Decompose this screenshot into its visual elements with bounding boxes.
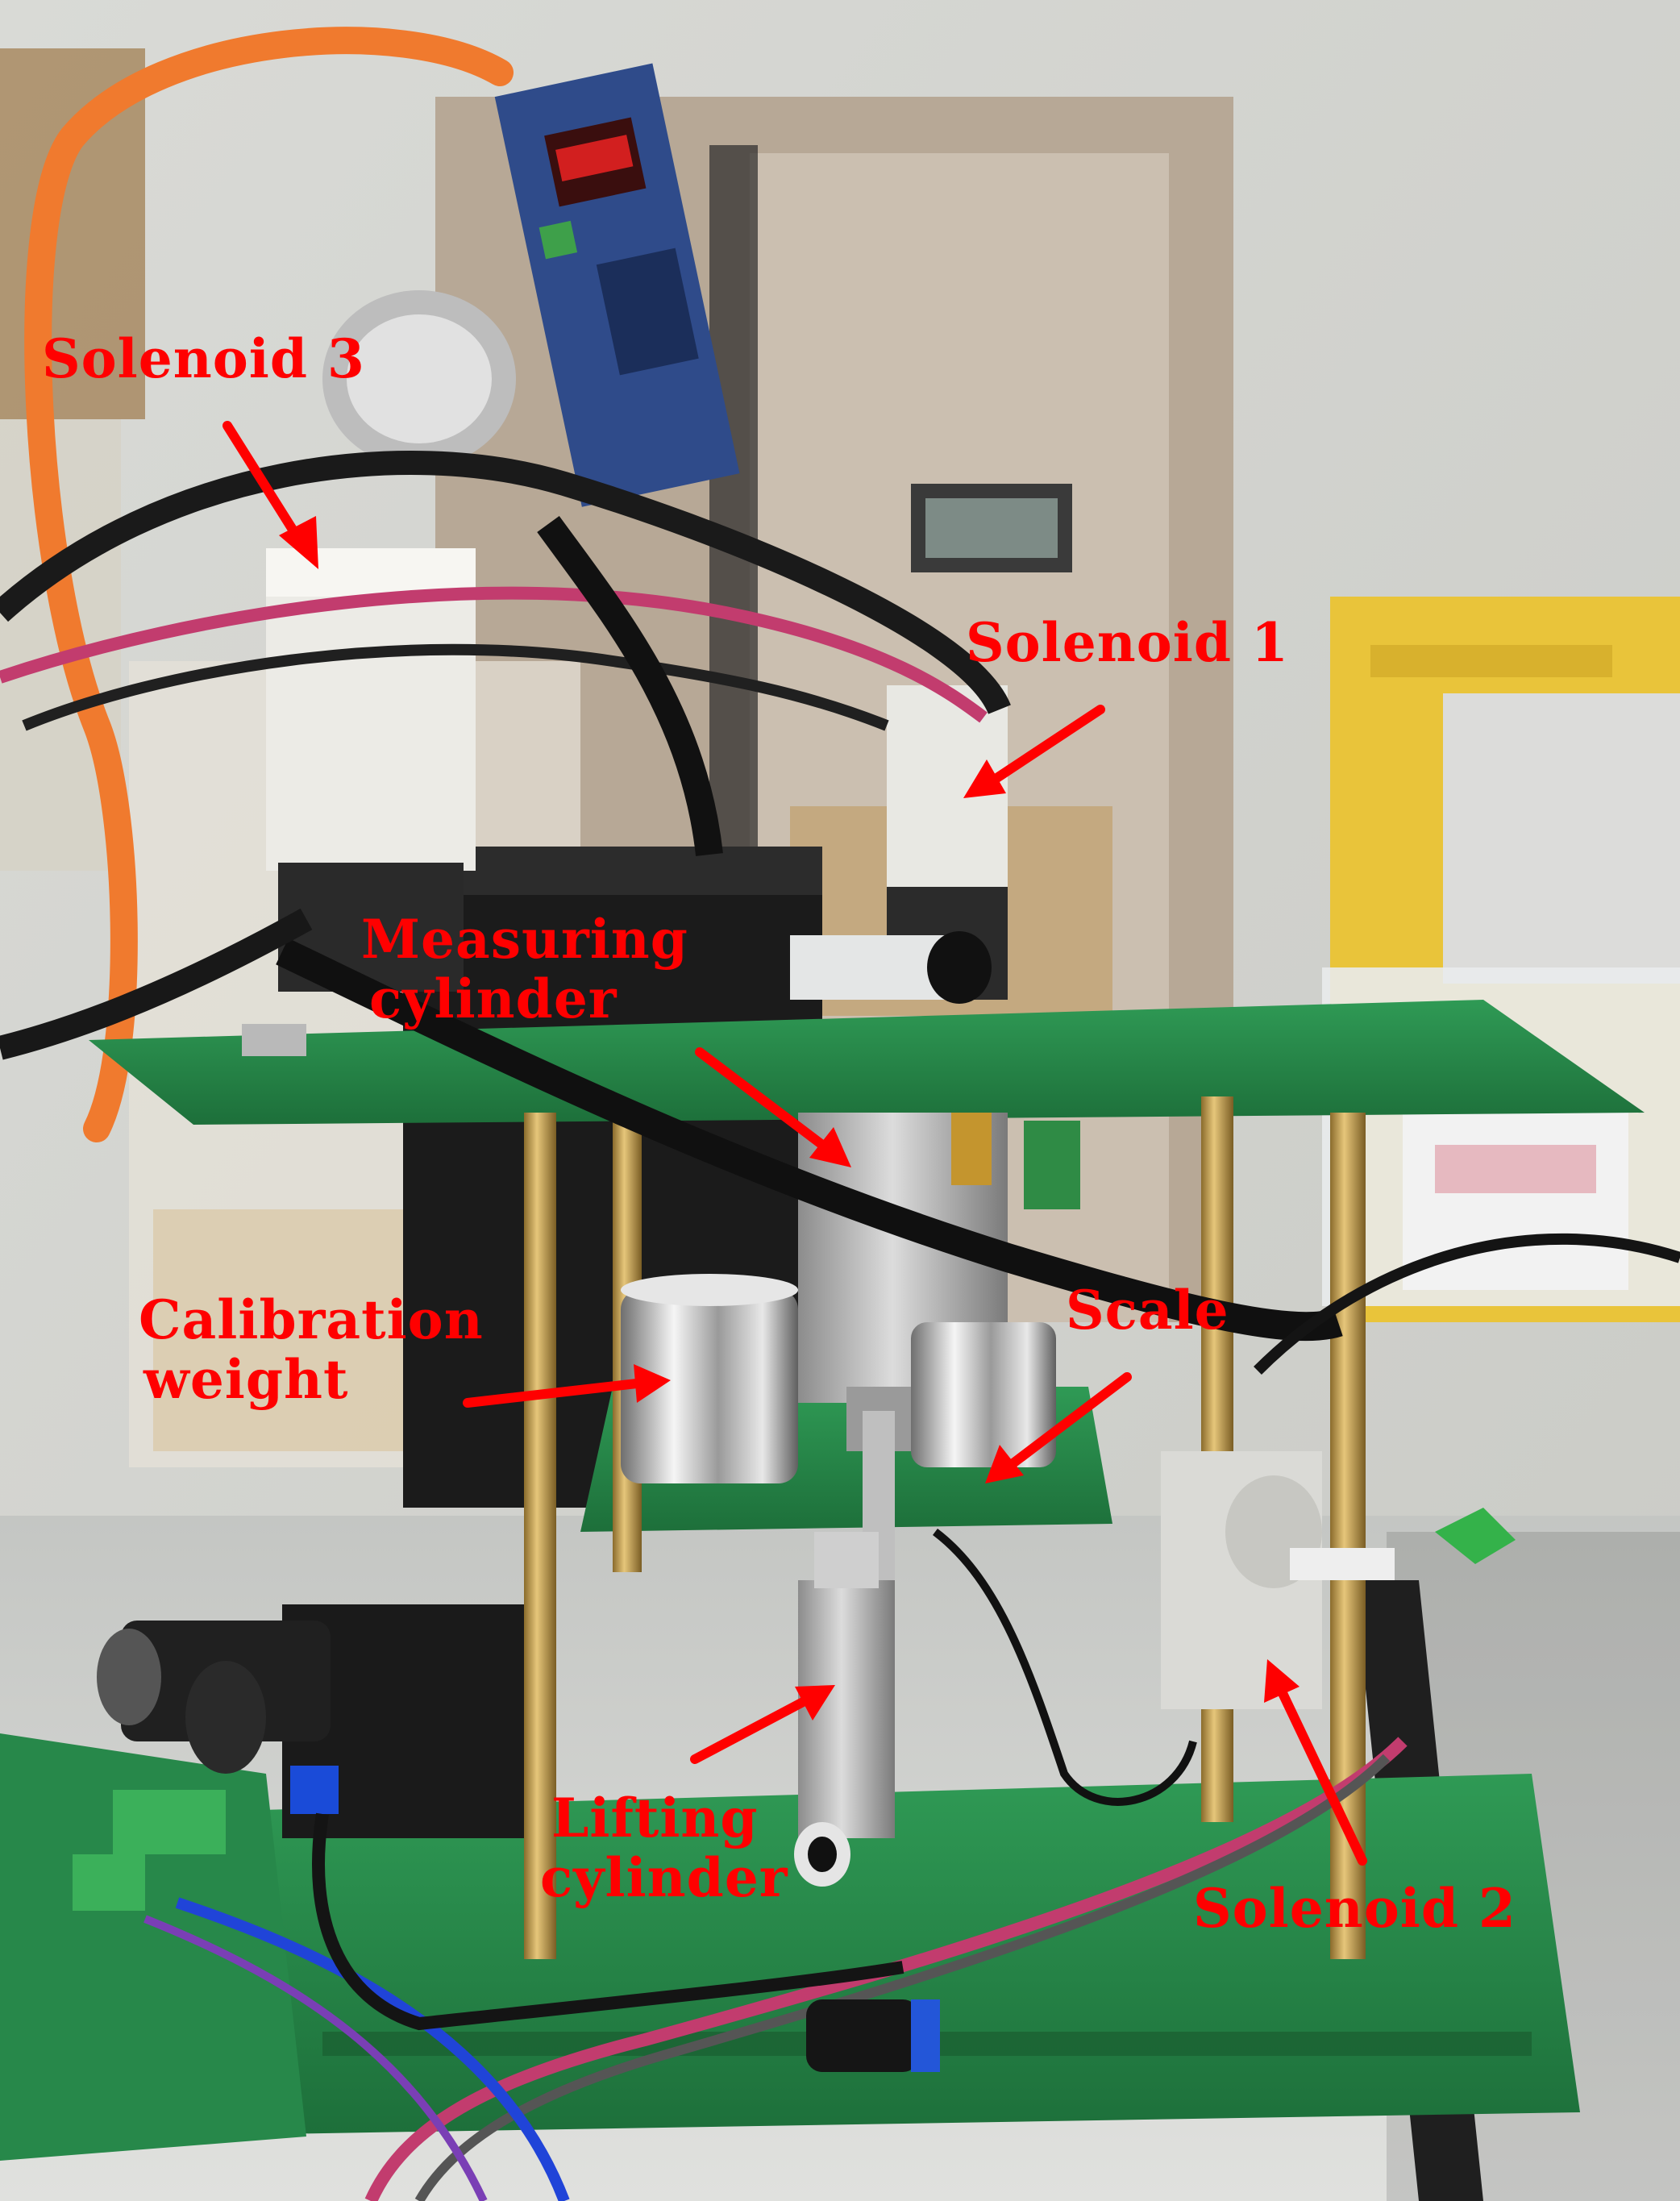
label-calibration-line2: weight [143,1348,349,1411]
label-measuring-line1: Measuring [361,908,688,971]
label-measuring-cylinder: Measuring cylinder [361,909,688,1029]
label-calibration-weight: Calibration weight [139,1290,484,1409]
label-measuring-line2: cylinder [369,967,618,1030]
label-solenoid-2-text: Solenoid 2 [1193,1877,1516,1940]
label-scale: Scale [1066,1280,1229,1340]
label-solenoid-1-text: Solenoid 1 [966,611,1289,674]
label-lifting-cylinder: Lifting cylinder [540,1788,788,1908]
label-calibration-line1: Calibration [139,1288,484,1351]
label-solenoid-1: Solenoid 1 [966,613,1289,672]
label-solenoid-2: Solenoid 2 [1193,1879,1516,1938]
label-lifting-line2: cylinder [540,1846,788,1909]
label-solenoid-3: Solenoid 3 [42,329,365,389]
label-solenoid-3-text: Solenoid 3 [42,327,365,390]
label-lifting-line1: Lifting [551,1787,759,1849]
label-scale-text: Scale [1066,1279,1229,1342]
